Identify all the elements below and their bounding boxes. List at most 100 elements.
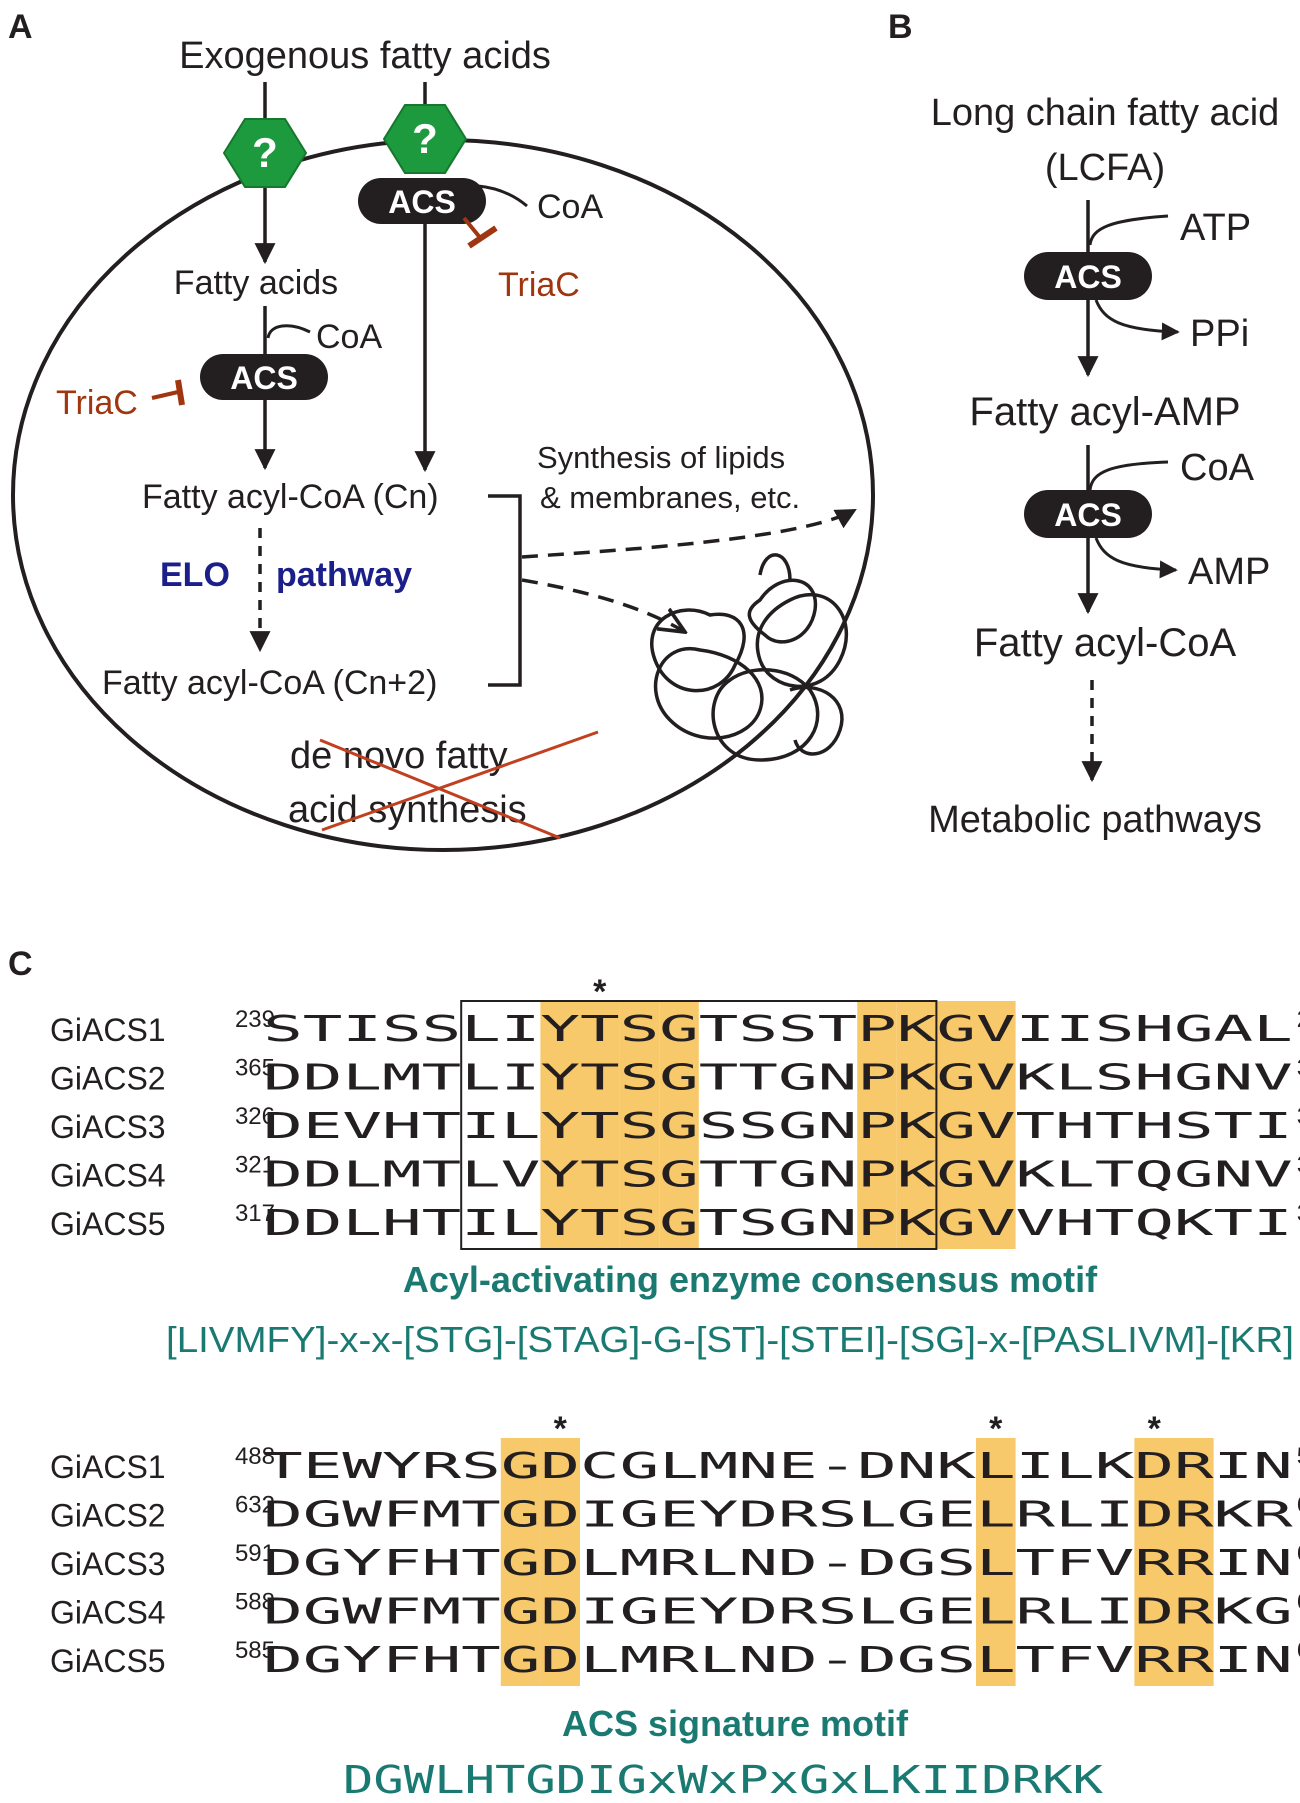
sequence-name: GiACS3 [50, 1546, 166, 1582]
amp-label: AMP [1188, 551, 1270, 593]
highlight-column [500, 1438, 541, 1686]
metabolic-label: Metabolic pathways [928, 799, 1262, 841]
sequence-residues: DGWFMTGDIGEYDRSLGELRLIDRKG [263, 1592, 1293, 1633]
start-position: 239 [235, 1006, 275, 1033]
triac-inhibit-line-left [151, 390, 179, 400]
triac-label-top: TriaC [498, 266, 580, 304]
panel-a-label: A [8, 8, 33, 46]
sequence-residues: DDLMTLVYTSGTTGNPKGVKLTQGNV [263, 1155, 1293, 1196]
start-position: 585 [235, 1637, 275, 1664]
end-position: 658 [1297, 1492, 1300, 1519]
start-position: 632 [235, 1492, 275, 1519]
start-position: 326 [235, 1103, 275, 1130]
sequence-name: GiACS2 [50, 1498, 166, 1534]
sequence-name: GiACS1 [50, 1449, 166, 1485]
ppi-arrow [1094, 299, 1180, 341]
svg-text:ACS: ACS [1054, 497, 1122, 533]
coa-line-b [1088, 460, 1169, 491]
conserved-star-icon: * [1148, 1410, 1162, 1448]
acylcoa-cn-label: Fatty acyl-CoA (Cn) [142, 478, 439, 516]
lcfa-label-1: Long chain fatty acid [931, 92, 1280, 134]
end-position: 264 [1297, 1006, 1300, 1033]
highlight-column [976, 1438, 1016, 1686]
highlight-column [896, 1001, 937, 1249]
start-position: 365 [235, 1055, 275, 1082]
motif2-pattern: DGWLHTGDIGxWxPxGxLKIIDRKK [343, 1758, 1103, 1802]
coa-label-top: CoA [537, 188, 603, 226]
conserved-star-icon: * [593, 973, 607, 1011]
sequence-name: GiACS2 [50, 1061, 166, 1097]
triac-inhibit-bar-top [467, 225, 498, 249]
highlight-column [936, 1001, 976, 1249]
acyl-amp-label: Fatty acyl-AMP [969, 390, 1240, 434]
amp-arrow [1094, 537, 1178, 579]
highlight-column [659, 1001, 699, 1249]
conserved-star-icon: * [554, 1410, 568, 1448]
motif2-title: ACS signature motif [562, 1703, 909, 1744]
highlight-column [857, 1001, 897, 1249]
end-position: 614 [1297, 1589, 1300, 1616]
synthesis-label-1: Synthesis of lipids [537, 440, 785, 475]
sequence-name: GiACS5 [50, 1643, 166, 1679]
coa-line-left [266, 324, 311, 339]
motif1-title: Acyl-activating enzyme consensus motif [403, 1259, 1098, 1300]
sequence-residues: DEVHTILYTSGSSGNPKGVTHTHSTI [263, 1106, 1293, 1147]
transporter-right: ? [382, 104, 468, 174]
sequence-name: GiACS4 [50, 1595, 166, 1631]
sequence-residues: DDLMTLIYTSGTTGNPKGVKLSHGNV [263, 1058, 1293, 1099]
end-position: 515 [1297, 1443, 1300, 1470]
dashed-arrow-synthesis [521, 508, 857, 559]
denovo-label-2: acid synthesis [288, 789, 527, 831]
triac-inhibit-bar-left [175, 379, 185, 406]
sequence-residues: STISSLIYTSGTSSTPKGVIISHGAL [263, 1009, 1293, 1050]
sequence-residues: DGYFHTGDLMRLND-DGSLTFVRRIN [263, 1640, 1293, 1681]
coa-label-b: CoA [1180, 447, 1255, 489]
acs-enzyme-b1: ACS [1024, 252, 1152, 300]
sequence-residues: DGWFMTGDIGEYDRSLGELRLIDRKR [263, 1495, 1293, 1536]
membrane-tangle-icon [650, 553, 848, 762]
end-position: 351 [1297, 1103, 1300, 1130]
ppi-label: PPi [1190, 313, 1249, 355]
acs-enzyme-b2: ACS [1024, 490, 1152, 538]
dashed-arrow-membranes [521, 578, 685, 632]
acylcoa-cn2-label: Fatty acyl-CoA (Cn+2) [102, 664, 437, 702]
panel-a: A Exogenous fatty acids ? ? ACS CoA Tria… [8, 8, 875, 852]
start-position: 591 [235, 1540, 275, 1567]
coa-label-left: CoA [316, 318, 382, 356]
synthesis-label-2: & membranes, etc. [540, 480, 800, 515]
coa-line-top [477, 184, 528, 208]
highlight-column [976, 1001, 1016, 1249]
question-icon: ? [412, 115, 438, 162]
start-position: 488 [235, 1443, 275, 1470]
motif-box [460, 1000, 938, 1250]
end-position: 618 [1297, 1540, 1300, 1567]
conserved-star-icon: * [989, 1410, 1003, 1448]
acs-enzyme-top: ACS [358, 178, 486, 224]
question-icon: ? [252, 129, 278, 176]
sequence-name: GiACS1 [50, 1012, 166, 1048]
svg-text:ACS: ACS [230, 360, 298, 396]
start-position: 321 [235, 1152, 275, 1179]
end-position: 611 [1297, 1637, 1300, 1664]
end-position: 390 [1297, 1055, 1300, 1082]
highlight-column [619, 1001, 660, 1249]
highlight-column [1134, 1438, 1174, 1686]
alignment-row: GiACS4321DDLMTLVYTSGTTGNPKGVKLTQGNV346 [50, 1152, 1300, 1196]
sequence-residues: DDLHTILYTSGTSGNPKGVVHTQKTI [263, 1203, 1293, 1244]
transporter-left: ? [222, 118, 308, 188]
atp-label: ATP [1180, 207, 1251, 249]
alignment-acyl-activating: *GiACS1239STISSLIYTSGTSSTPKGVIISHGAL264G… [50, 973, 1300, 1250]
acyl-coa-label-b: Fatty acyl-CoA [974, 621, 1237, 665]
sequence-residues: DGYFHTGDLMRLND-DGSLTFVRRIN [263, 1543, 1293, 1584]
start-position: 588 [235, 1589, 275, 1616]
highlight-column [540, 1001, 580, 1249]
sequence-name: GiACS3 [50, 1109, 166, 1145]
end-position: 342 [1297, 1200, 1300, 1227]
